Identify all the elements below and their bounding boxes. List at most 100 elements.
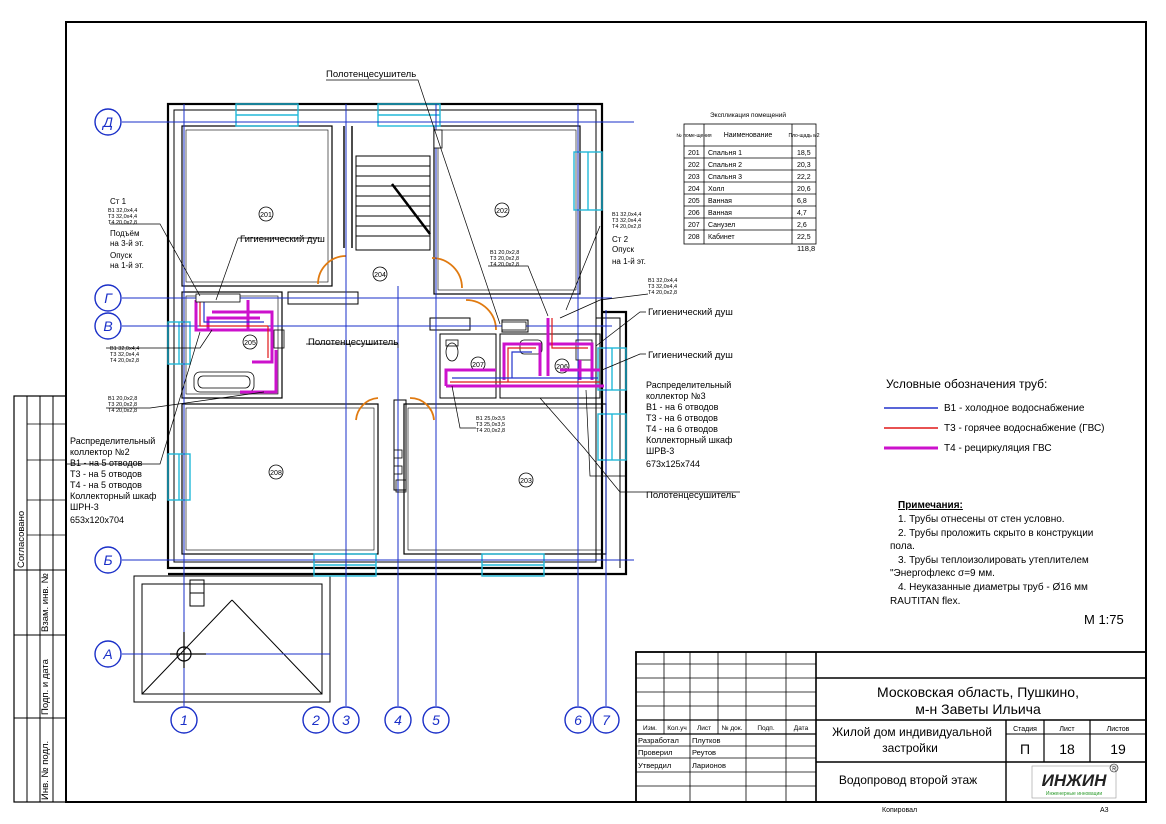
explication-row-area: 18,5 <box>797 150 811 157</box>
pipe-recirc-right <box>444 318 604 388</box>
explication-row-num: 205 <box>688 198 700 205</box>
coll3-line-7: 673x125x744 <box>646 459 700 469</box>
pipe-note-p2-1: Т3 32,0x4,4 <box>648 284 677 290</box>
explication-title: Экспликация помещений <box>710 111 786 119</box>
coll3-line-2: В1 - на 6 отводов <box>646 402 719 412</box>
explication-row-num: 208 <box>688 234 700 241</box>
explication-row-name: Спальня 1 <box>708 150 742 157</box>
st1-line-5: на 3-й эт. <box>110 239 144 248</box>
tb-header-izm: Изм. <box>643 725 657 732</box>
label-hyg-shower-right2: Гигиенический душ <box>648 350 733 361</box>
tb-stage: П <box>1020 741 1030 757</box>
pipe-note-p5-0: В1 25,0x3,5 <box>476 416 505 422</box>
explication-total: 118,8 <box>797 244 815 253</box>
st1-line-3: Т4 20,0x2,8 <box>108 220 137 226</box>
coll3-line-3: Т3 - на 6 отводов <box>646 413 718 423</box>
axis-label-1: 1 <box>180 712 188 728</box>
tb-sheets: 19 <box>1110 741 1126 757</box>
st2-line-3: Ст 2 <box>612 235 629 244</box>
explication-row-num: 203 <box>688 174 700 181</box>
explication-row-name: Ванная <box>708 198 732 205</box>
grid-axes-bubbles <box>94 108 620 734</box>
pipe-note-p4-0: В1 20,0x2,8 <box>108 396 137 402</box>
explication-row-area: 4,7 <box>797 210 807 217</box>
strip-inv-orig: Инв. № подл. <box>40 741 51 800</box>
tb-copied: Копировал <box>882 807 917 814</box>
coll3-line-4: Т4 - на 6 отводов <box>646 424 718 434</box>
room-204: 204 <box>374 272 386 279</box>
explication-row-area: 20,3 <box>797 162 811 169</box>
notes-line: 1. Трубы отнесены от стен условно. <box>898 513 1065 525</box>
pipe-note-p1-2: Т4 20,0x2,8 <box>490 262 519 268</box>
st1-line-1: В1 32,0x4,4 <box>108 208 137 214</box>
st2-line-4: Опуск <box>612 245 634 254</box>
room-206: 206 <box>556 364 568 371</box>
logo-subtext: Инженерные инновации <box>1046 791 1102 797</box>
tb-header-list: Лист <box>697 725 711 732</box>
coll2-line-2: В1 - на 5 отводов <box>70 458 143 468</box>
axis-label-g: Г <box>104 290 113 306</box>
tb-header-date: Дата <box>794 725 809 732</box>
st2-line-1: Т3 32,0x4,4 <box>612 218 641 224</box>
notes-block: Примечания: 1. Трубы отнесены от стен ус… <box>890 500 1093 607</box>
explication-row-area: 6,8 <box>797 198 807 205</box>
tb-sheet: 18 <box>1059 741 1075 757</box>
room-202: 202 <box>496 208 508 215</box>
logo-text: ИНЖИН <box>1042 771 1107 790</box>
pipe-note-p4-2: Т4 20,0x2,8 <box>108 408 137 414</box>
axis-label-6: 6 <box>574 712 582 728</box>
pipe-legend: Условные обозначения труб: В1 - холодное… <box>884 377 1105 454</box>
origin-marker <box>170 632 206 668</box>
leader-lines <box>66 79 740 493</box>
pipe-note-p5-2: Т4 20,0x2,8 <box>476 428 505 434</box>
svg-text:R: R <box>1112 767 1116 773</box>
st1-line-2: Т3 32,0x4,4 <box>108 214 137 220</box>
axis-label-v: В <box>103 318 112 334</box>
tb-header-sign: Подп. <box>757 725 774 732</box>
explication-row-num: 201 <box>688 150 700 157</box>
explication-row-name: Спальня 3 <box>708 174 742 181</box>
title-block <box>635 651 1147 803</box>
tb-role: Проверил <box>638 748 673 757</box>
tb-sheets-label: Листов <box>1107 726 1130 733</box>
tb-header-doc: № док. <box>722 725 743 732</box>
notes-line: RAUTITAN flex. <box>890 596 960 607</box>
notes-title: Примечания: <box>898 500 963 511</box>
pipe-hot-left <box>199 300 269 358</box>
notes-line: 3. Трубы теплоизолировать утеплителем <box>898 554 1089 566</box>
legend-item-hot: Т3 - горячее водоснабжение (ГВС) <box>944 422 1105 434</box>
coll2-line-7: 653x120x704 <box>70 515 124 525</box>
explication-row-area: 20,6 <box>797 186 811 193</box>
scale-label: М 1:75 <box>1084 612 1124 627</box>
pipe-cold-left <box>203 300 264 323</box>
st1-line-6: Опуск <box>110 251 132 260</box>
label-towel-right: Полотенцесушитель <box>646 490 736 501</box>
tb-name: Ларионов <box>692 761 726 770</box>
tb-name: Плутков <box>692 736 720 745</box>
st2-line-0: В1 32,0x4,4 <box>612 212 641 218</box>
axis-label-a: А <box>102 646 112 662</box>
tb-object-1: Жилой дом индивидуальной <box>832 725 992 739</box>
legend-title: Условные обозначения труб: <box>886 377 1047 391</box>
axis-label-d: Д <box>101 114 113 130</box>
axis-label-b: Б <box>103 552 112 568</box>
room-205: 205 <box>244 340 256 347</box>
staircase <box>355 155 431 251</box>
tb-role: Разработал <box>638 736 679 745</box>
room-207: 207 <box>472 362 484 369</box>
pipe-note-p3-2: Т4 20,0x2,8 <box>110 358 139 364</box>
explication-row-num: 207 <box>688 222 700 229</box>
st1-line-4: Подъём <box>110 229 139 238</box>
room-203: 203 <box>520 478 532 485</box>
pipe-note-p1-1: Т3 20,0x2,8 <box>490 256 519 262</box>
tb-location-2: м-н Заветы Ильича <box>915 701 1041 717</box>
tb-header-kol: Кол.уч <box>667 725 687 732</box>
company-logo: ИНЖИН Инженерные инновации R <box>1031 763 1119 799</box>
coll2-line-4: Т4 - на 5 отводов <box>70 480 142 490</box>
pipe-note-p3-1: Т3 32,0x4,4 <box>110 352 139 358</box>
axis-label-2: 2 <box>311 712 320 728</box>
explication-row-num: 204 <box>688 186 700 193</box>
explication-header-area: Пло-щадь м2 <box>788 133 819 139</box>
axis-label-5: 5 <box>432 712 440 728</box>
